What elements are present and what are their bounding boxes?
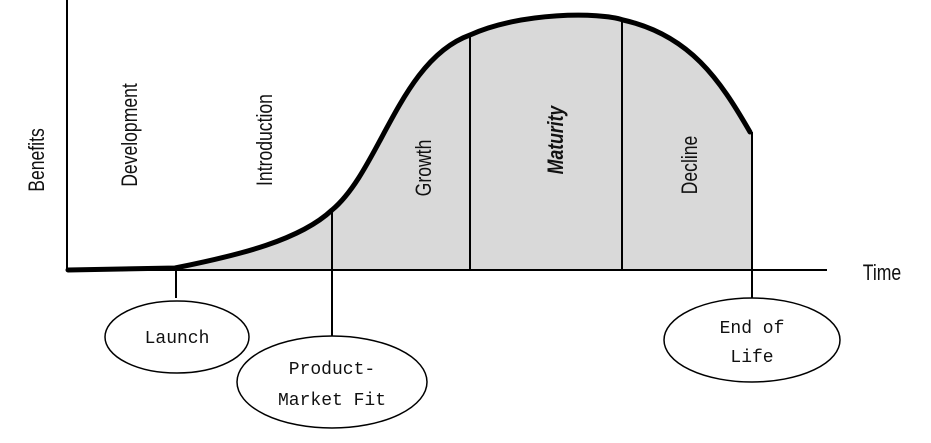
launch-milestone: Launch bbox=[104, 300, 250, 374]
eol-label-line2: Life bbox=[730, 348, 773, 368]
y-axis-label: Benefits bbox=[25, 128, 49, 192]
area-under-curve bbox=[175, 15, 752, 270]
launch-label: Launch bbox=[145, 329, 210, 349]
x-axis-label: Time bbox=[863, 261, 901, 285]
stage-maturity: Maturity bbox=[544, 105, 568, 174]
eol-label-line1: End of bbox=[720, 319, 785, 339]
pmf-milestone: Product- Market Fit bbox=[236, 335, 428, 429]
stage-growth: Growth bbox=[412, 140, 436, 197]
stage-decline: Decline bbox=[678, 136, 702, 195]
pmf-label-line1: Product- bbox=[289, 360, 375, 380]
stage-introduction: Introduction bbox=[253, 94, 277, 186]
lifecycle-curve bbox=[65, 12, 753, 273]
stage-development: Development bbox=[118, 83, 142, 187]
pmf-label-line2: Market Fit bbox=[278, 391, 386, 411]
eol-milestone: End of Life bbox=[663, 297, 841, 383]
